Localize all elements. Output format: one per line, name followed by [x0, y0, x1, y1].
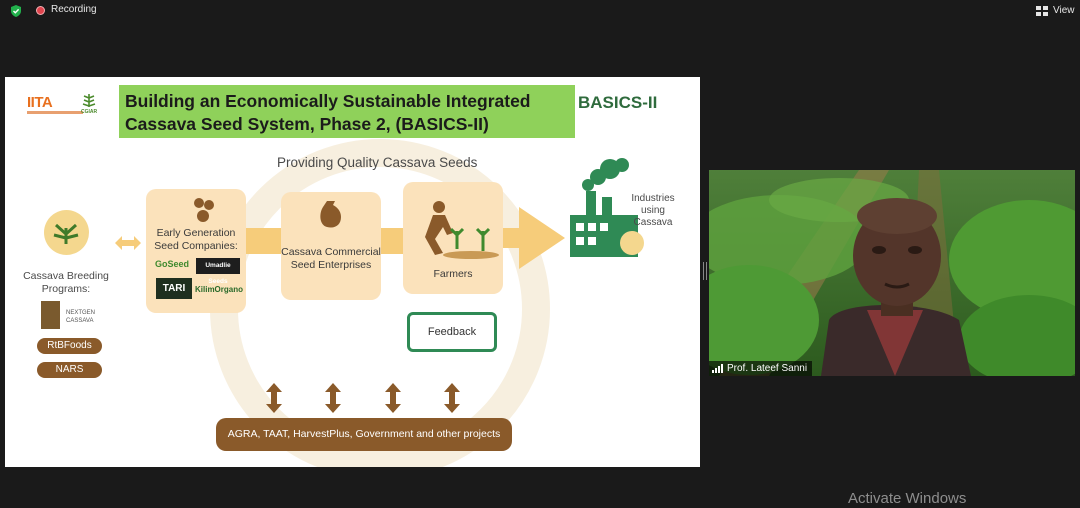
- grid-view-icon: [1036, 6, 1048, 16]
- nars-pill: NARS: [37, 362, 102, 378]
- iita-logo: IITA: [27, 94, 52, 111]
- basics-brand: BASICS-II: [578, 93, 657, 113]
- slide-title-box: Building an Economically Sustainable Int…: [119, 85, 575, 138]
- connection-signal-icon: [712, 364, 723, 373]
- flow-band: [246, 228, 281, 254]
- flow-arrow-icon: [501, 207, 565, 269]
- umadlie-seeds-logo: Umadlie Seeds: [196, 258, 240, 274]
- up-down-arrow-icon: [442, 382, 462, 414]
- view-label: View: [1053, 5, 1075, 16]
- slide-title: Building an Economically Sustainable Int…: [125, 90, 569, 136]
- up-down-arrow-icon: [264, 382, 284, 414]
- view-button[interactable]: View: [1031, 2, 1080, 19]
- activate-windows-watermark: Activate Windows: [848, 490, 966, 507]
- partners-bar: AGRA, TAAT, HarvestPlus, Government and …: [216, 418, 512, 451]
- up-down-arrow-icon: [383, 382, 403, 414]
- nextgen-label: NEXTGEN CASSAVA: [66, 309, 95, 325]
- cgiar-logo-text: CGIAR: [81, 109, 97, 115]
- rtbfoods-pill: RtBFoods: [37, 338, 102, 354]
- farmer-planting-icon: [413, 199, 503, 261]
- industries-label: Industries using Cassava: [625, 193, 681, 229]
- ccse-label: Cassava Commercial Seed Enterprises: [281, 246, 381, 272]
- recording-label[interactable]: Recording: [51, 4, 97, 15]
- goseed-logo: GoSeed: [155, 259, 189, 269]
- kilimorgano-logo: KilimOrgano: [195, 285, 243, 294]
- egs-label: Early Generation Seed Companies:: [146, 227, 246, 253]
- double-arrow-icon: [113, 234, 143, 252]
- seed-sack-icon: [315, 197, 349, 231]
- participant-name: Prof. Lateef Sanni: [727, 363, 807, 374]
- farmers-label: Farmers: [403, 268, 503, 281]
- panel-resize-handle[interactable]: [703, 262, 707, 280]
- feedback-label: Feedback: [410, 315, 494, 349]
- iita-tagline-bar: [27, 111, 83, 114]
- shield-icon[interactable]: [9, 4, 23, 18]
- participant-video[interactable]: [709, 170, 1075, 376]
- feedback-box: Feedback: [407, 312, 497, 352]
- breeding-programs-label: Cassava Breeding Programs:: [21, 270, 111, 296]
- cassava-leaf-icon: [44, 210, 89, 255]
- shared-screen-slide: IITA CGIAR Building an Economically Sust…: [5, 77, 700, 467]
- seeds-icon: [190, 195, 218, 225]
- up-down-arrow-icon: [323, 382, 343, 414]
- video-frame: [709, 170, 1075, 376]
- participant-name-tag: Prof. Lateef Sanni: [709, 361, 812, 376]
- recording-icon: [36, 6, 45, 15]
- nextgen-logo: [41, 301, 60, 329]
- flow-band: [381, 228, 403, 254]
- meeting-top-bar: Recording View: [0, 0, 1080, 22]
- tari-logo: TARI: [156, 278, 192, 299]
- slide-subtitle: Providing Quality Cassava Seeds: [277, 155, 477, 170]
